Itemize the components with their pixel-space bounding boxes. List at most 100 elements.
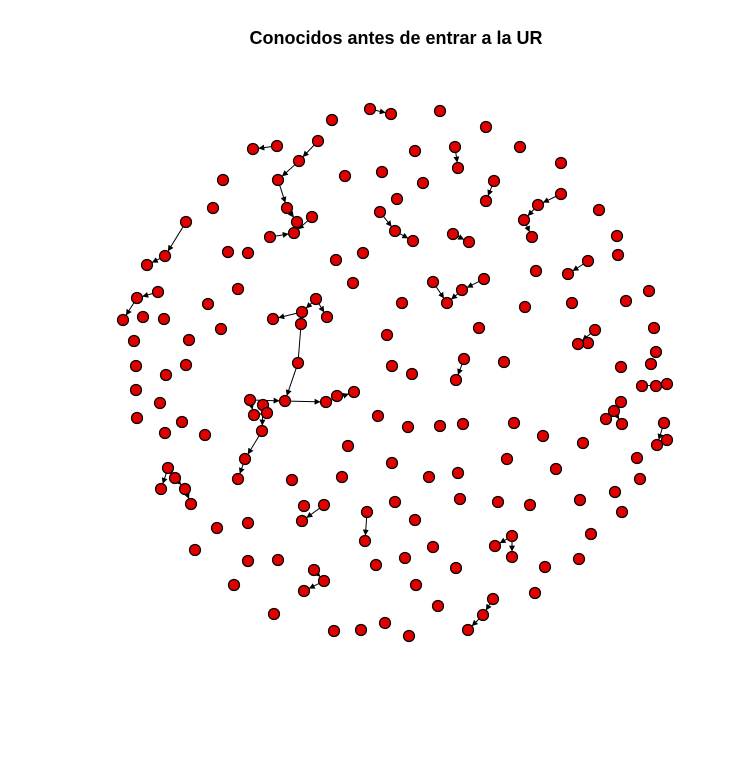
- graph-node: [319, 395, 333, 409]
- graph-edge: [613, 412, 620, 420]
- graph-node: [179, 358, 193, 372]
- graph-node: [538, 560, 552, 574]
- graph-node: [179, 215, 193, 229]
- graph-node: [309, 292, 323, 306]
- graph-node: [371, 409, 385, 423]
- graph-node: [592, 203, 606, 217]
- graph-node: [231, 472, 245, 486]
- graph-node: [354, 623, 368, 637]
- graph-edge: [125, 302, 135, 316]
- graph-node: [140, 258, 154, 272]
- graph-node: [182, 333, 196, 347]
- graph-node: [241, 246, 255, 260]
- graph-node: [440, 296, 454, 310]
- edge-layer: [125, 108, 664, 627]
- graph-node: [433, 104, 447, 118]
- graph-edge: [161, 473, 168, 484]
- graph-node: [116, 313, 130, 327]
- graph-node: [295, 305, 309, 319]
- graph-node: [610, 229, 624, 243]
- graph-node: [278, 394, 292, 408]
- graph-node: [210, 521, 224, 535]
- graph-node: [292, 154, 306, 168]
- graph-node: [615, 505, 629, 519]
- graph-edge: [542, 195, 557, 203]
- graph-node: [338, 169, 352, 183]
- graph-node: [159, 368, 173, 382]
- graph-node: [227, 578, 241, 592]
- graph-node: [270, 139, 284, 153]
- graph-node: [446, 227, 460, 241]
- graph-node: [599, 412, 613, 426]
- graph-node: [378, 616, 392, 630]
- graph-node: [168, 471, 182, 485]
- graph-node: [341, 439, 355, 453]
- graph-node: [476, 608, 490, 622]
- graph-node: [650, 438, 664, 452]
- graph-node: [479, 194, 493, 208]
- graph-node: [505, 550, 519, 564]
- graph-node: [517, 213, 531, 227]
- graph-node: [449, 561, 463, 575]
- graph-node: [614, 395, 628, 409]
- graph-node: [158, 249, 172, 263]
- graph-node: [491, 495, 505, 509]
- graph-edge: [285, 368, 297, 396]
- graph-edge: [282, 164, 296, 177]
- graph-node: [642, 284, 656, 298]
- graph-node: [426, 540, 440, 554]
- graph-node: [401, 420, 415, 434]
- graph-node: [369, 558, 383, 572]
- graph-node: [246, 142, 260, 156]
- graph-edge: [279, 185, 287, 203]
- graph-node: [198, 428, 212, 442]
- graph-node: [472, 321, 486, 335]
- graph-node: [406, 234, 420, 248]
- graph-node: [297, 499, 311, 513]
- graph-node: [360, 505, 374, 519]
- page-title: Conocidos antes de entrar a la UR: [249, 28, 543, 48]
- graph-node: [267, 607, 281, 621]
- graph-edge: [657, 428, 664, 440]
- graph-node: [388, 495, 402, 509]
- graph-node: [320, 310, 334, 324]
- graph-node: [130, 411, 144, 425]
- graph-node: [184, 497, 198, 511]
- graph-node: [373, 205, 387, 219]
- graph-node: [505, 529, 519, 543]
- graph-node: [588, 323, 602, 337]
- graph-node: [297, 584, 311, 598]
- graph-node: [363, 102, 377, 116]
- graph-edge: [524, 224, 530, 233]
- graph-edge: [247, 435, 260, 455]
- graph-node: [405, 367, 419, 381]
- graph-node: [647, 321, 661, 335]
- graph-edge: [151, 257, 161, 263]
- graph-edge: [375, 108, 386, 115]
- graph-node: [644, 357, 658, 371]
- graph-node: [129, 383, 143, 397]
- graph-node: [635, 379, 649, 393]
- graph-node: [247, 408, 261, 422]
- graph-node: [201, 297, 215, 311]
- graph-edge: [308, 583, 320, 589]
- graph-edge: [383, 216, 392, 227]
- graph-node: [238, 452, 252, 466]
- graph-edge: [258, 144, 272, 151]
- graph-node: [291, 356, 305, 370]
- graph-node: [358, 534, 372, 548]
- graph-node: [280, 201, 294, 215]
- graph-node: [456, 417, 470, 431]
- graph-node: [154, 482, 168, 496]
- graph-edge: [435, 286, 445, 299]
- graph-node: [422, 470, 436, 484]
- graph-node: [395, 296, 409, 310]
- graph-node: [614, 360, 628, 374]
- graph-node: [500, 452, 514, 466]
- graph-node: [649, 379, 663, 393]
- graph-node: [402, 629, 416, 643]
- graph-edge: [466, 281, 480, 288]
- graph-node: [335, 470, 349, 484]
- graph-edge: [248, 403, 254, 410]
- graph-node: [295, 514, 309, 528]
